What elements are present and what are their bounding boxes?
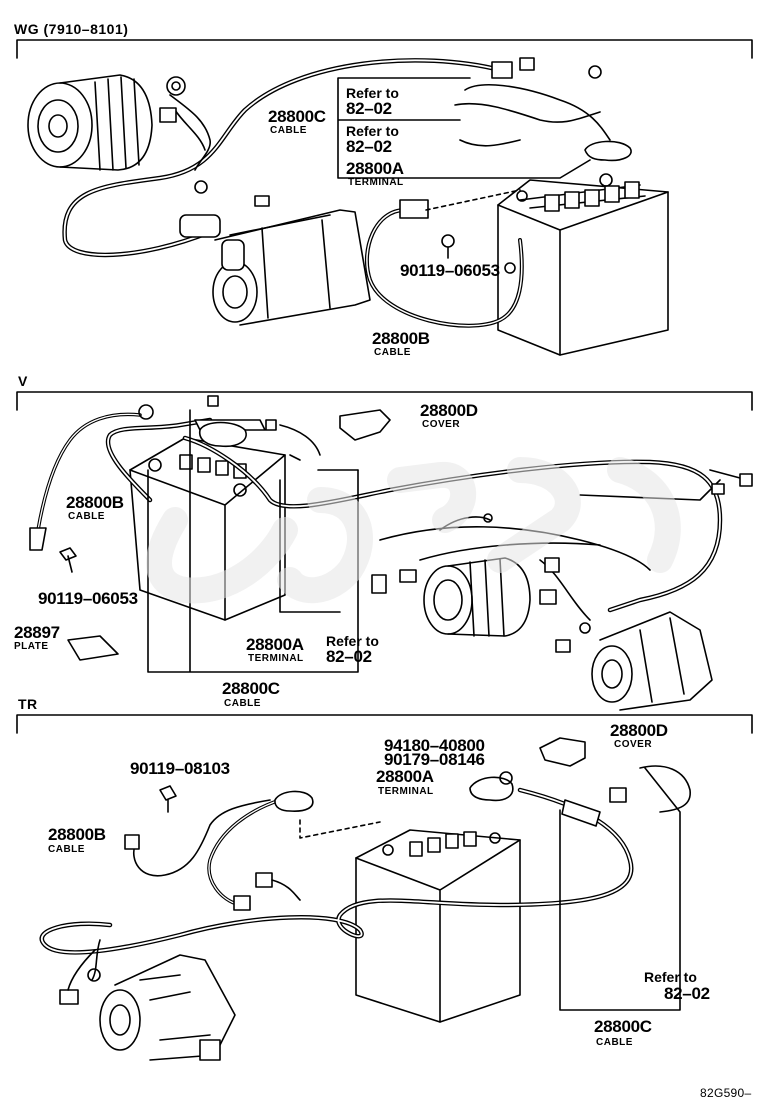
- battery-wg: [497, 173, 669, 356]
- label-28800b-tr: 28800B: [48, 825, 106, 844]
- label-28800b-wg: 28800B: [372, 329, 430, 348]
- label-cable-b-wg: CABLE: [374, 347, 411, 358]
- alternator-v: [423, 557, 531, 637]
- refer-tr: Refer to: [644, 969, 697, 985]
- refer-code-tr: 82–02: [664, 984, 710, 1003]
- label-90119-08103: 90119–08103: [130, 759, 230, 778]
- section-frame-v: [16, 391, 753, 411]
- plate-28897: [67, 635, 119, 661]
- refer2-code-wg: 82–02: [346, 137, 392, 156]
- starter-motor-wg: [212, 209, 371, 326]
- label-cover-v: COVER: [422, 419, 461, 430]
- label-28800a-tr: 28800A: [376, 767, 434, 786]
- bolt-90119-06053-v: [59, 547, 77, 561]
- section-frame-wg: [16, 39, 753, 59]
- label-cable-b-v: CABLE: [68, 511, 105, 522]
- label-28800b-v: 28800B: [66, 493, 124, 512]
- label-90119-06053-v: 90119–06053: [38, 589, 138, 608]
- label-cable-b-tr: CABLE: [48, 844, 85, 855]
- figure-code: 82G590–: [700, 1086, 752, 1100]
- refer-v: Refer to: [326, 633, 379, 649]
- label-28800c-wg: 28800C: [268, 107, 326, 126]
- label-90119-06053-wg: 90119–06053: [400, 261, 500, 280]
- label-terminal-tr: TERMINAL: [378, 786, 434, 797]
- starter-motor-v: [591, 611, 713, 711]
- starter-motor-tr: [99, 954, 236, 1061]
- terminal-28800a-v: [198, 421, 247, 448]
- label-28897: 28897: [14, 623, 60, 642]
- label-28800a-v: 28800A: [246, 635, 304, 654]
- label-cable-c-v: CABLE: [224, 698, 261, 709]
- label-28800a-wg: 28800A: [346, 159, 404, 178]
- main-cable-tr: [39, 787, 634, 955]
- alternator-wg: [27, 74, 153, 171]
- label-plate: PLATE: [14, 641, 49, 652]
- label-28800d-tr: 28800D: [610, 721, 668, 740]
- section-title-v: V: [18, 373, 28, 389]
- cover-28800d-tr: [539, 737, 586, 767]
- refer-bracket-wg: [337, 77, 591, 179]
- label-90179-08146: 90179–08146: [384, 750, 485, 769]
- refer1-wg: Refer to: [346, 85, 399, 101]
- label-cable-c-tr: CABLE: [596, 1037, 633, 1048]
- refer2-wg: Refer to: [346, 123, 399, 139]
- battery-tr: [355, 829, 521, 1023]
- terminal-28800a-wg: [584, 140, 632, 162]
- label-28800c-v: 28800C: [222, 679, 280, 698]
- terminal-28800a-tr: [469, 776, 514, 802]
- label-terminal-v: TERMINAL: [248, 653, 304, 664]
- label-cover-tr: COVER: [614, 739, 653, 750]
- section-frame-tr: [16, 714, 753, 734]
- label-cable-wg: CABLE: [270, 125, 307, 136]
- label-terminal-wg: TERMINAL: [348, 177, 404, 188]
- label-94180-40800: 94180–40800: [384, 736, 485, 755]
- section-title-wg: WG (7910–8101): [14, 21, 129, 37]
- label-28800d-v: 28800D: [420, 401, 478, 420]
- cover-28800d-v: [339, 409, 391, 441]
- refer1-code-wg: 82–02: [346, 99, 392, 118]
- ref-bracket-tr: [559, 767, 681, 1011]
- label-28800c-tr: 28800C: [594, 1017, 652, 1036]
- watermark: [146, 457, 681, 604]
- section-title-tr: TR: [18, 696, 38, 712]
- refer-code-v: 82–02: [326, 647, 372, 666]
